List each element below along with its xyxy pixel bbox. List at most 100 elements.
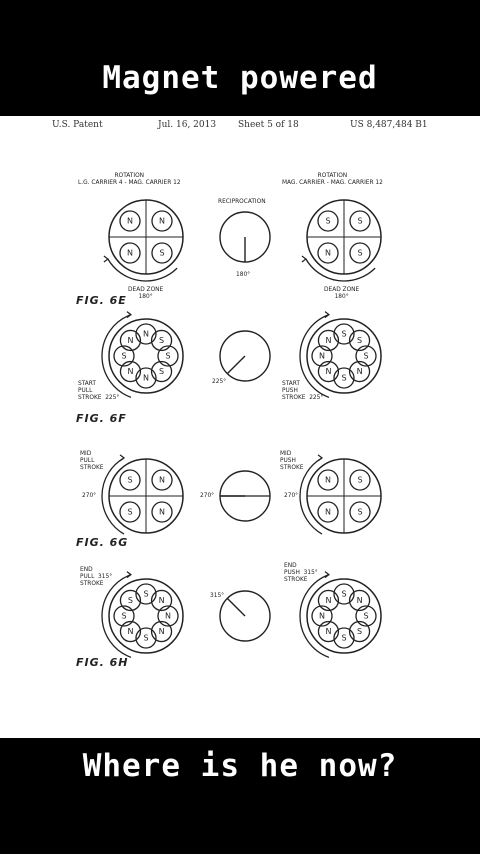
fig6f-right-rotor-magnet bbox=[333, 367, 355, 389]
fig6h-right-rotor-magnet-label: S bbox=[357, 627, 362, 636]
fig6f-right-rotor-rim bbox=[306, 318, 382, 394]
fig6g-left-rotor-magnet bbox=[151, 501, 173, 523]
fig6g-left-side-label: MID PULL STROKE bbox=[80, 449, 104, 471]
middle-column-header: RECIPROCATION bbox=[218, 197, 266, 205]
fig6e-right-rotor-magnet bbox=[317, 210, 339, 232]
fig6f-right-arc-arrowhead bbox=[324, 311, 330, 319]
patent-header-date: Jul. 16, 2013 bbox=[158, 120, 217, 130]
fig6h-right-rotor-magnet-label: N bbox=[325, 627, 331, 636]
fig6e-middle-label: 180° bbox=[236, 270, 251, 278]
fig6f-right-rotor-magnet-label: S bbox=[363, 352, 368, 361]
fig6f-right-rotor-magnet-label: N bbox=[325, 336, 331, 345]
fig6f-dial-circle bbox=[219, 330, 271, 382]
left-column-header: ROTATION L.G. CARRIER 4 - MAG. CARRIER 1… bbox=[78, 171, 181, 186]
fig6f-left-arc bbox=[101, 314, 132, 398]
fig6f-left-rotor-magnet bbox=[113, 345, 135, 367]
fig6g-left-angle: 270° bbox=[82, 491, 97, 499]
fig6h-left-rotor-magnet-label: S bbox=[143, 634, 148, 643]
fig6g-middle-label: 270° bbox=[200, 491, 215, 499]
fig6g-right-rotor-magnet-label: N bbox=[325, 508, 331, 517]
fig6g-left-arc bbox=[101, 457, 125, 535]
fig6h-left-rotor-magnet bbox=[135, 583, 157, 605]
fig6f-left-rotor-magnet-label: S bbox=[159, 367, 164, 376]
fig6f-left-rotor-magnet-label: S bbox=[165, 352, 170, 361]
fig6f-label: FIG. 6F bbox=[76, 412, 127, 425]
fig6f-left-rotor-magnet bbox=[150, 360, 173, 383]
fig6h-right-rotor-magnet-label: N bbox=[325, 596, 331, 605]
fig6f-dial-pointer bbox=[226, 355, 246, 375]
fig6h-left-rotor-magnet-label: N bbox=[159, 627, 165, 636]
fig6h-right-rotor-magnet bbox=[348, 620, 371, 643]
fig6f-left-arc-arrowhead bbox=[126, 311, 132, 319]
fig6f-middle-label: 225° bbox=[212, 377, 227, 385]
fig6f-left-rotor-magnet-label: N bbox=[143, 330, 149, 339]
fig6e-right-rotor-magnet-label: S bbox=[357, 249, 362, 258]
fig6f-right-rotor-magnet bbox=[317, 329, 340, 352]
fig6f-left-rotor-magnet bbox=[135, 367, 157, 389]
fig6g-left-rotor-magnet-label: S bbox=[127, 508, 132, 517]
fig6g-left-rotor-magnet-label: S bbox=[127, 476, 132, 485]
fig6f-left-rotor-magnet-label: N bbox=[127, 336, 133, 345]
fig6h-label: FIG. 6H bbox=[76, 656, 129, 669]
fig6h-right-rotor-magnet-label: N bbox=[357, 596, 363, 605]
fig6g-left-rotor-magnet bbox=[151, 469, 173, 491]
fig6h-right-rotor-magnet bbox=[311, 605, 333, 627]
fig6g-right-rotor-magnet bbox=[317, 501, 339, 523]
top-caption: Magnet powered bbox=[102, 60, 378, 96]
fig6h-left-rotor-rim bbox=[108, 578, 184, 654]
fig6g-right-arc-arrowhead bbox=[317, 454, 323, 462]
fig6e-right-rotor-magnet bbox=[349, 242, 371, 264]
fig6f-right-rotor-magnet-label: N bbox=[357, 367, 363, 376]
fig6f-right-rotor-magnet-label: S bbox=[341, 330, 346, 339]
fig6g-right-rotor-magnet bbox=[349, 469, 371, 491]
fig6e-left-rotor-magnet-label: S bbox=[159, 249, 164, 258]
fig6h-left-side-label: END PULL 315° STROKE bbox=[80, 565, 113, 587]
fig6g-right-rotor-magnet bbox=[349, 501, 371, 523]
fig6h-left-rotor-magnet-label: N bbox=[165, 612, 171, 621]
fig6h-right-rotor-magnet-label: S bbox=[341, 634, 346, 643]
fig6f-left-rotor-magnet-label: S bbox=[121, 352, 126, 361]
fig6h-right-rotor-magnet bbox=[333, 627, 355, 649]
fig6f-right-rotor-magnet-label: N bbox=[325, 367, 331, 376]
fig6h-right-rotor-magnet bbox=[317, 620, 340, 643]
fig6g-right-angle: 270° bbox=[284, 491, 299, 499]
fig6f-right-rotor-magnet-label: S bbox=[341, 374, 346, 383]
fig6e-left-rotor-magnet-label: N bbox=[159, 217, 165, 226]
fig6f-right-rotor-magnet-label: N bbox=[319, 352, 325, 361]
fig6e-right-rotor-magnet-label: S bbox=[357, 217, 362, 226]
patent-header-label: U.S. Patent bbox=[52, 120, 103, 130]
fig6e-left-rotor-magnet bbox=[151, 210, 173, 232]
fig6f-right-rotor-magnet bbox=[333, 323, 355, 345]
fig6e-left-rotor-magnet bbox=[119, 210, 141, 232]
fig6e-left-arc bbox=[107, 258, 178, 282]
fig6e-right-label: DEAD ZONE 180° bbox=[324, 285, 360, 300]
fig6h-left-arc bbox=[101, 574, 132, 658]
fig6h-right-rotor-magnet-label: N bbox=[319, 612, 325, 621]
fig6h-right-arc-arrowhead bbox=[324, 571, 330, 579]
fig6g-right-arc bbox=[299, 457, 323, 535]
fig6h-right-rotor-magnet bbox=[348, 589, 371, 612]
fig6e-right-arc bbox=[305, 258, 376, 282]
fig6f-left-rotor-magnet bbox=[119, 360, 142, 383]
right-column-header: ROTATION MAG. CARRIER - MAG. CARRIER 12 bbox=[282, 171, 383, 186]
fig6e-right-rotor-magnet bbox=[317, 242, 339, 264]
fig6f-left-rotor-magnet-label: N bbox=[143, 374, 149, 383]
fig6e-label: FIG. 6E bbox=[76, 294, 127, 307]
fig6h-left-rotor-magnet bbox=[157, 605, 179, 627]
fig6h-left-rotor-magnet-label: N bbox=[159, 596, 165, 605]
fig6f-left-side-label: START PULL STROKE 225° bbox=[78, 379, 120, 401]
fig6e-right-rotor-magnet-label: S bbox=[325, 217, 330, 226]
fig6e-left-rotor-magnet bbox=[151, 242, 173, 264]
fig6g-label: FIG. 6G bbox=[76, 536, 129, 549]
fig6g-right-rotor-magnet bbox=[317, 469, 339, 491]
fig6f-right-rotor-magnet bbox=[355, 345, 377, 367]
fig6f-right-rotor-magnet bbox=[317, 360, 340, 383]
fig6g-right-rotor-magnet-label: N bbox=[325, 476, 331, 485]
fig6f-left-rotor-magnet bbox=[157, 345, 179, 367]
fig6e-right-rotor-magnet bbox=[349, 210, 371, 232]
fig6g-left-rotor-magnet bbox=[119, 469, 141, 491]
fig6g-right-rotor-magnet-label: S bbox=[357, 476, 362, 485]
fig6e-right-arc-arrowhead bbox=[301, 255, 307, 263]
fig6h-left-rotor-magnet-label: S bbox=[121, 612, 126, 621]
fig6h-right-rotor-magnet-label: S bbox=[363, 612, 368, 621]
